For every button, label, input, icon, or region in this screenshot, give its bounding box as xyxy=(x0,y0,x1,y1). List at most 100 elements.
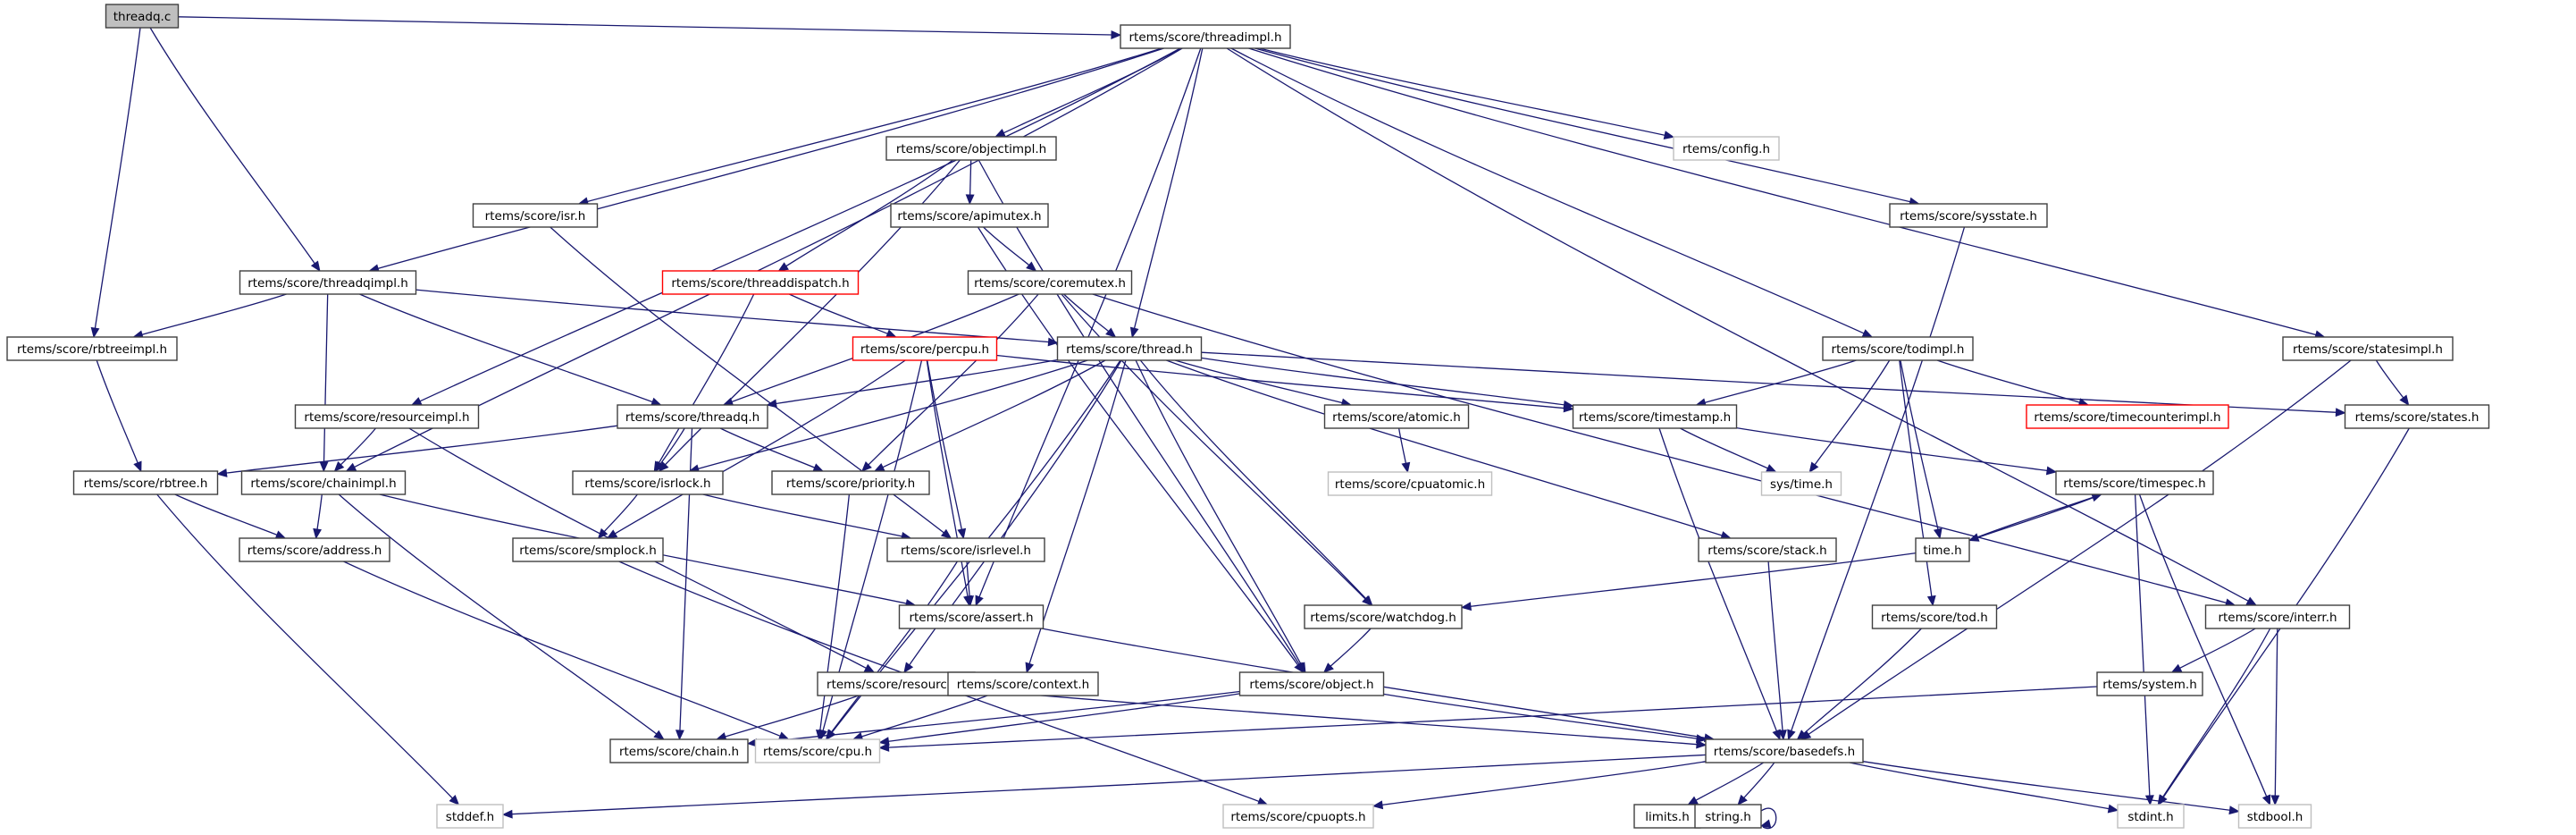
edge-resourceimpl-to-chainimpl xyxy=(333,427,377,472)
node-rbtreeimpl[interactable]: rtems/score/rbtreeimpl.h xyxy=(6,336,178,361)
node-label: time.h xyxy=(1923,544,1961,558)
node-assert[interactable]: rtems/score/assert.h xyxy=(898,604,1045,629)
arrowhead-icon xyxy=(903,662,914,674)
node-smplock[interactable]: rtems/score/smplock.h xyxy=(512,537,664,562)
node-tod[interactable]: rtems/score/tod.h xyxy=(1871,604,1998,629)
edge-thread-to-watchdog xyxy=(1139,359,1373,606)
node-label: rtems/system.h xyxy=(2102,678,2197,692)
edge-line xyxy=(614,359,906,535)
node-cpu[interactable]: rtems/score/cpu.h xyxy=(754,738,881,763)
node-percpu[interactable]: rtems/score/percpu.h xyxy=(852,336,998,361)
node-system[interactable]: rtems/system.h xyxy=(2096,671,2203,696)
node-address[interactable]: rtems/score/address.h xyxy=(239,537,390,562)
edge-resource-to-basedefs xyxy=(974,688,1708,749)
node-label: rtems/score/percpu.h xyxy=(860,342,989,357)
node-cpuatomic[interactable]: rtems/score/cpuatomic.h xyxy=(1327,471,1493,496)
node-timestamp[interactable]: rtems/score/timestamp.h xyxy=(1572,404,1738,429)
edge-thread-to-object xyxy=(1135,359,1306,674)
node-config[interactable]: rtems/config.h xyxy=(1673,136,1780,161)
edge-threadq-to-priority xyxy=(719,427,825,472)
node-systime[interactable]: sys/time.h xyxy=(1760,471,1842,496)
nodes-layer: threadq.c rtems/score/threadimpl.h rtems/s… xyxy=(6,4,2490,829)
node-string[interactable]: string.h xyxy=(1694,804,1762,829)
node-objectimpl[interactable]: rtems/score/objectimpl.h xyxy=(885,136,1057,161)
node-stdint[interactable]: stdint.h xyxy=(2117,804,2185,829)
node-todimpl[interactable]: rtems/score/todimpl.h xyxy=(1822,336,1974,361)
node-interr[interactable]: rtems/score/interr.h xyxy=(2204,604,2351,629)
node-isr[interactable]: rtems/score/isr.h xyxy=(472,203,599,228)
arrowhead-icon xyxy=(2335,408,2346,418)
node-label: rtems/score/assert.h xyxy=(909,611,1033,625)
node-threadimpl[interactable]: rtems/score/threadimpl.h xyxy=(1120,24,1291,49)
edge-line xyxy=(969,159,972,197)
node-statesimpl[interactable]: rtems/score/statesimpl.h xyxy=(2282,336,2454,361)
node-watchdog[interactable]: rtems/score/watchdog.h xyxy=(1304,604,1463,629)
edge-line xyxy=(785,159,953,267)
edge-line xyxy=(1807,359,2352,736)
edge-todimpl-to-systime xyxy=(1808,359,1891,474)
node-threadq[interactable]: rtems/score/threadq.h xyxy=(617,404,768,429)
node-object[interactable]: rtems/score/object.h xyxy=(1238,671,1385,696)
arrowhead-icon xyxy=(816,730,825,741)
edge-line xyxy=(343,561,782,738)
node-time-h[interactable]: time.h xyxy=(1915,537,1970,562)
edge-coremutex-to-thread xyxy=(1063,293,1117,338)
node-stddef[interactable]: stddef.h xyxy=(436,804,504,829)
node-box xyxy=(947,671,1099,696)
node-timespec[interactable]: rtems/score/timespec.h xyxy=(2055,470,2214,495)
edge-line xyxy=(702,493,903,537)
node-chain[interactable]: rtems/score/chain.h xyxy=(609,738,749,763)
node-chainimpl[interactable]: rtems/score/chainimpl.h xyxy=(240,470,407,495)
arrowhead-icon xyxy=(1322,662,1334,673)
edge-line xyxy=(1397,427,1407,465)
arrowhead-icon xyxy=(957,527,967,540)
node-stack[interactable]: rtems/score/stack.h xyxy=(1698,537,1837,562)
node-label: rtems/score/object.h xyxy=(1249,678,1373,692)
node-timecounterimpl[interactable]: rtems/score/timecounterimpl.h xyxy=(2026,404,2229,429)
edge-line xyxy=(926,359,969,598)
node-label: rtems/score/chainimpl.h xyxy=(250,477,396,491)
node-threadq-c[interactable]: threadq.c xyxy=(105,4,180,29)
node-threadqimpl[interactable]: rtems/score/threadqimpl.h xyxy=(239,270,417,295)
edge-threadimpl-to-config xyxy=(1259,47,1675,140)
edge-watchdog-to-object xyxy=(1322,628,1372,673)
edge-line xyxy=(1174,359,1344,404)
node-limits[interactable]: limits.h xyxy=(1633,804,1701,829)
edge-line xyxy=(1968,496,2094,542)
arrowhead-icon xyxy=(1105,327,1117,338)
node-basedefs[interactable]: rtems/score/basedefs.h xyxy=(1705,738,1864,763)
node-label: rtems/score/states.h xyxy=(2355,410,2480,425)
node-priority[interactable]: rtems/score/priority.h xyxy=(771,470,930,495)
edge-rbtree-to-address xyxy=(174,493,287,539)
node-sysstate[interactable]: rtems/score/sysstate.h xyxy=(1889,203,2048,228)
edge-threadimpl-to-statesimpl xyxy=(1248,47,2326,340)
node-coremutex[interactable]: rtems/score/coremutex.h xyxy=(967,270,1133,295)
node-stdbool[interactable]: stdbool.h xyxy=(2237,804,2312,829)
node-apimutex[interactable]: rtems/score/apimutex.h xyxy=(890,203,1049,228)
edge-line xyxy=(1760,807,1777,830)
node-box xyxy=(1327,471,1493,496)
node-label: rtems/score/stack.h xyxy=(1708,544,1826,558)
edge-line xyxy=(1790,226,1966,732)
node-box xyxy=(885,136,1057,161)
arrowhead-icon xyxy=(975,595,984,607)
edge-line xyxy=(2274,628,2278,797)
edge-basedefs-to-stdbool xyxy=(1862,761,2240,815)
arrowhead-icon xyxy=(965,595,975,607)
node-isrlock[interactable]: rtems/score/isrlock.h xyxy=(572,470,724,495)
node-resourceimpl[interactable]: rtems/score/resourceimpl.h xyxy=(294,404,480,429)
node-rbtree[interactable]: rtems/score/rbtree.h xyxy=(72,470,219,495)
node-cpuopts[interactable]: rtems/score/cpuopts.h xyxy=(1222,804,1374,829)
node-thread[interactable]: rtems/score/thread.h xyxy=(1056,336,1203,361)
node-isrlevel[interactable]: rtems/score/isrlevel.h xyxy=(886,537,1045,562)
node-label: rtems/score/statesimpl.h xyxy=(2293,342,2443,357)
node-atomic[interactable]: rtems/score/atomic.h xyxy=(1323,404,1470,429)
arrowhead-icon xyxy=(2270,795,2280,806)
node-context[interactable]: rtems/score/context.h xyxy=(947,671,1099,696)
node-states[interactable]: rtems/score/states.h xyxy=(2344,404,2490,429)
edge-object-to-cpu xyxy=(878,693,1240,746)
node-threaddispatch[interactable]: rtems/score/threaddispatch.h xyxy=(661,270,860,295)
node-label: rtems/score/rbtreeimpl.h xyxy=(17,342,167,357)
node-box xyxy=(472,203,599,228)
